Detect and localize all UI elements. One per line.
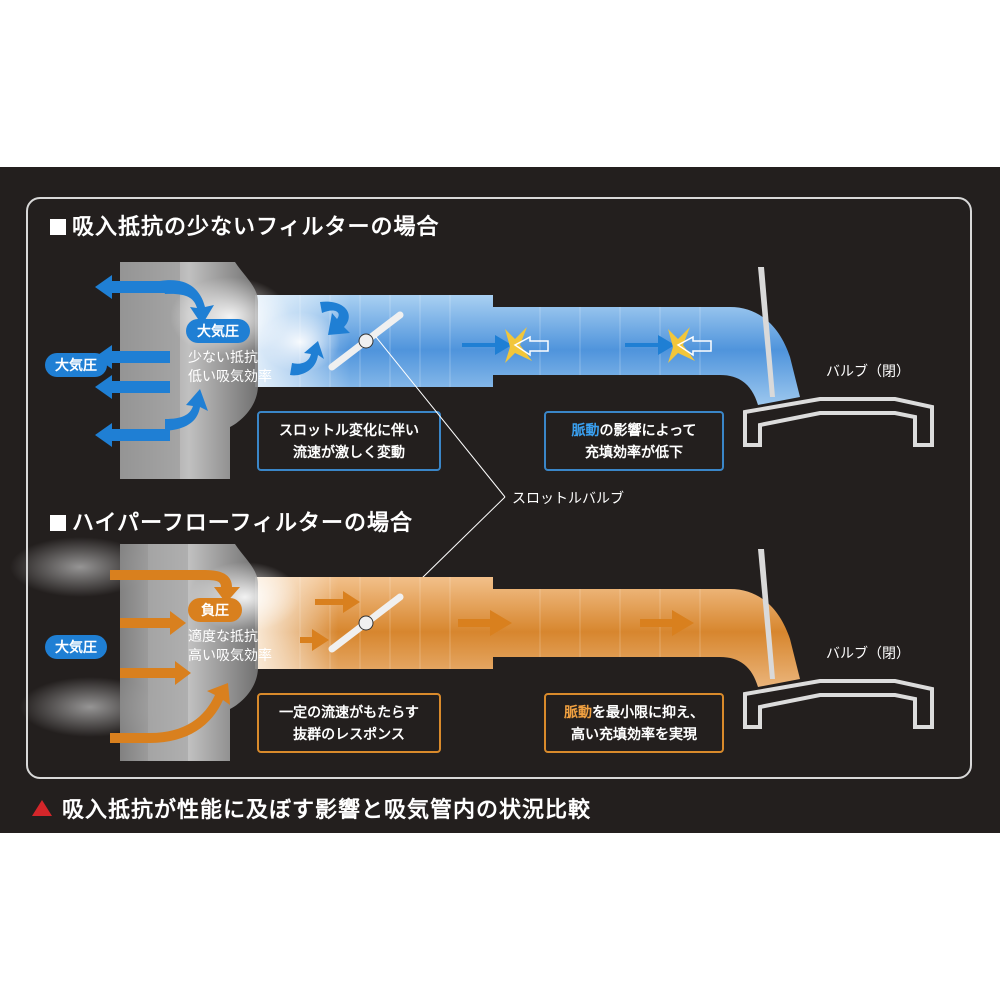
section-1-heading: 吸入抵抗の少ないフィルターの場合 <box>50 209 440 241</box>
diagram-panel: 吸入抵抗の少ないフィルターの場合 ハイパーフローフィルターの場合 <box>0 167 1000 833</box>
top-atmosphere-badge <box>45 353 107 377</box>
diagram-frame <box>26 197 972 779</box>
square-bullet-icon <box>50 219 66 235</box>
throttle-valve-label: スロットルバルブ <box>512 490 624 507</box>
top-valve <box>743 267 934 447</box>
top-info-box-2 <box>544 411 724 471</box>
top-inner-label: 大気圧 <box>197 323 239 340</box>
bottom-diagram: 大気圧 負圧 適度な抵抗 高い吸気効率 一定の流速がもたらす 抜群のレスポンス … <box>10 537 934 761</box>
section-1-title: 吸入抵抗の少ないフィルターの場合 <box>72 215 440 240</box>
bottom-box2-line2: 高い充填効率を実現 <box>571 726 697 743</box>
top-inner-badge <box>186 319 250 343</box>
bottom-note-line1: 適度な抵抗 <box>188 628 258 645</box>
bottom-box2-line1: 脈動を最小限に抑え、 <box>564 704 704 721</box>
throttle-callout: スロットルバルブ <box>375 336 624 624</box>
section-2-heading: ハイパーフローフィルターの場合 <box>50 505 413 537</box>
top-flow-arrows <box>95 275 675 447</box>
bottom-inner-badge <box>188 598 242 622</box>
bottom-inner-label: 負圧 <box>201 602 229 619</box>
bottom-valve <box>743 549 934 729</box>
bottom-flow-arrows <box>110 570 694 743</box>
bottom-info-box-2 <box>544 693 724 753</box>
top-diagram: 大気圧 大気圧 少ない抵抗 低い吸気効率 スロットル変化に伴い 流速が激しく変動… <box>45 262 934 479</box>
pulse-burst-icon <box>505 327 695 363</box>
caption-text: 吸入抵抗が性能に及ぼす影響と吸気管内の状況比較 <box>62 798 592 823</box>
top-box1-line1: スロットル変化に伴い <box>279 422 419 439</box>
top-info-box-1 <box>257 411 441 471</box>
bottom-atmosphere-label: 大気圧 <box>55 639 97 656</box>
bottom-throttle-plate <box>328 593 404 653</box>
bottom-box1-line1: 一定の流速がもたらす <box>279 704 419 721</box>
top-valve-label: バルブ（閉） <box>826 363 910 380</box>
top-box2-line1: 脈動の影響によって <box>572 422 697 439</box>
square-bullet-icon <box>50 515 66 531</box>
caption: 吸入抵抗が性能に及ぼす影響と吸気管内の状況比較 <box>32 792 591 824</box>
top-atmosphere-label: 大気圧 <box>55 357 97 374</box>
top-note-line1: 少ない抵抗 <box>188 350 258 366</box>
bottom-box1-line2: 抜群のレスポンス <box>293 726 405 743</box>
top-box1-line2: 流速が激しく変動 <box>293 444 405 461</box>
bottom-info-box-1 <box>257 693 441 753</box>
bottom-note-line2: 高い吸気効率 <box>188 647 272 664</box>
top-box2-line2: 充填効率が低下 <box>585 444 683 461</box>
bottom-atmosphere-badge <box>45 635 107 659</box>
top-throttle-plate <box>328 311 404 371</box>
section-2-title: ハイパーフローフィルターの場合 <box>72 511 414 536</box>
intake-diagram: 大気圧 大気圧 少ない抵抗 低い吸気効率 スロットル変化に伴い 流速が激しく変動… <box>10 262 934 761</box>
top-note-line2: 低い吸気効率 <box>188 368 272 385</box>
triangle-icon <box>32 800 52 816</box>
bottom-valve-label: バルブ（閉） <box>826 645 910 662</box>
